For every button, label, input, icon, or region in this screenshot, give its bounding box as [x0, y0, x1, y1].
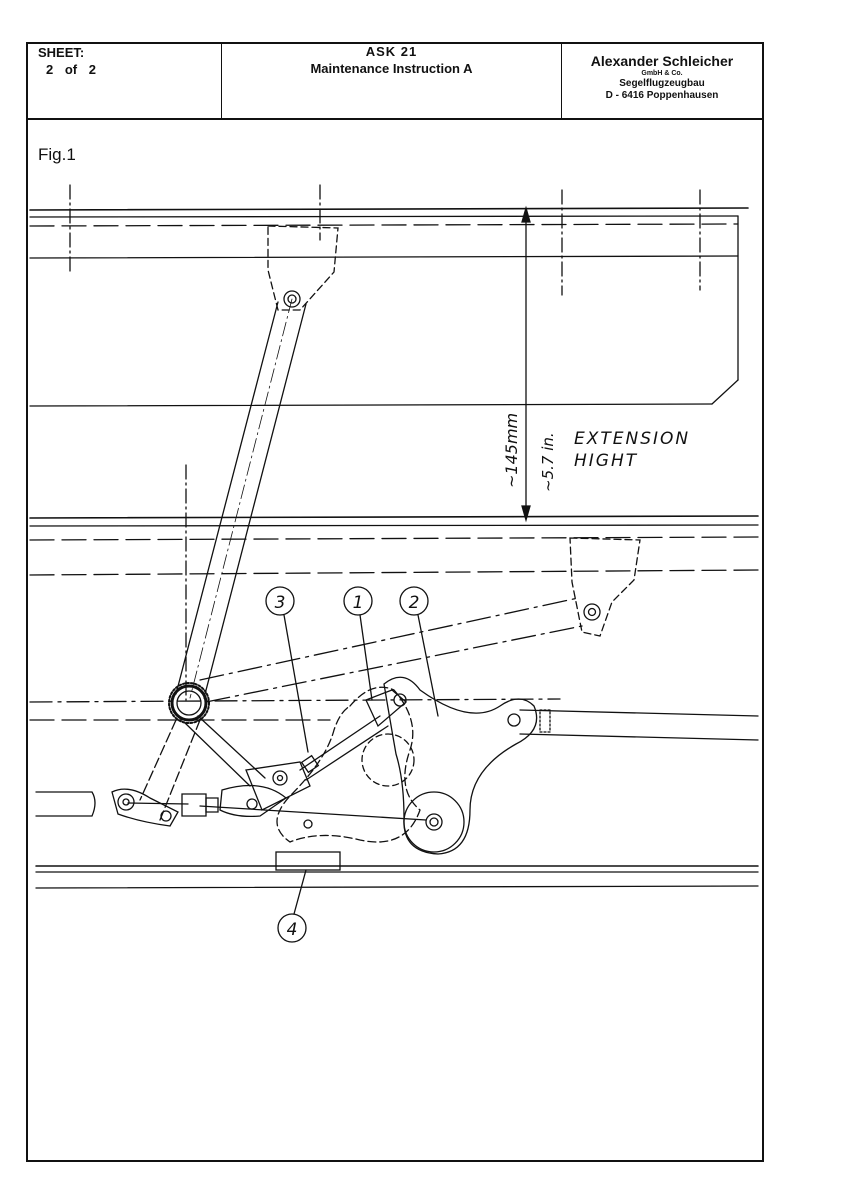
sheet-number: 2 of 2 [46, 62, 96, 77]
lower-structure [29, 515, 759, 889]
lower-bracket [569, 537, 641, 637]
manufacturer-legal-form: GmbH & Co. [641, 70, 683, 77]
callouts: 3 1 2 4 [265, 586, 439, 943]
document-title: Maintenance Instruction A [310, 61, 473, 76]
dimension-imperial: ~5.7 in. [539, 432, 557, 492]
title-cell: ASK 21 Maintenance Instruction A [222, 42, 562, 118]
model-name: ASK 21 [365, 44, 418, 59]
callout-1: 1 [353, 593, 364, 613]
title-block: SHEET: 2 of 2 ASK 21 Maintenance Instruc… [26, 42, 764, 120]
upper-bracket [267, 225, 339, 311]
sheet-label: SHEET: [38, 45, 85, 60]
retracted-strut [199, 597, 583, 703]
extension-height-label: EXTENSION HIGHT [574, 428, 724, 472]
manufacturer-line2: Segelflugzeugbau [619, 78, 705, 89]
lower-linkage [139, 689, 407, 821]
dimension-metric: ~145mm [502, 413, 521, 488]
upper-structure [29, 184, 749, 701]
pivot-gear [168, 682, 210, 724]
extension-line2: HIGHT [574, 451, 639, 471]
callout-3-circle [265, 586, 295, 616]
bellcrank-lever [276, 676, 538, 855]
callout-4: 4 [287, 920, 298, 940]
manufacturer-address: D - 6416 Poppenhausen [605, 90, 719, 101]
callout-3: 3 [275, 593, 286, 613]
manufacturer-name: Alexander Schleicher [590, 53, 734, 69]
sheet-cell: SHEET: 2 of 2 [26, 42, 222, 118]
extension-line1: EXTENSION [574, 429, 691, 449]
drawing-frame [26, 42, 764, 1162]
callout-2-circle [399, 586, 429, 616]
dimension-line: ~145mm ~5.7 in. [502, 205, 557, 523]
callout-2: 2 [409, 593, 420, 613]
callout-1-circle [343, 586, 373, 616]
figure-label: Fig.1 [38, 145, 76, 164]
push-rods [35, 709, 759, 827]
stop-block [275, 851, 341, 871]
callout-4-circle [277, 913, 307, 943]
manufacturer-cell: Alexander Schleicher GmbH & Co. Segelflu… [562, 42, 762, 118]
main-strut [175, 298, 307, 699]
